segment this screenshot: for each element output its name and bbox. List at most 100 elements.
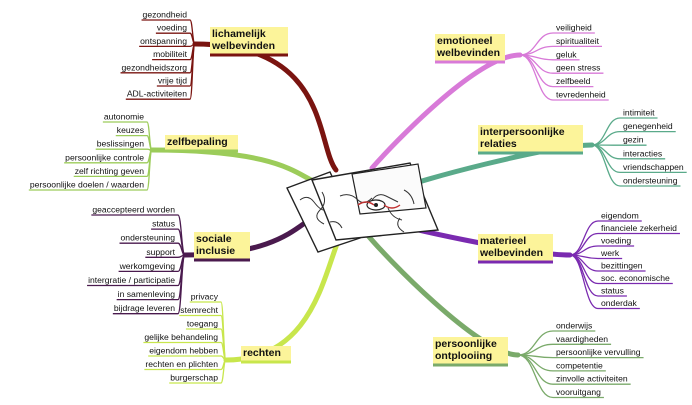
title-highlight	[435, 34, 505, 62]
sociale-item-label: intergratie / participatie	[88, 275, 175, 285]
list-item: ontspanning	[139, 36, 196, 48]
emotioneel-item-label: zelfbeeld	[556, 76, 591, 86]
lichamelijk-item-label: gezondheidszorg	[122, 62, 188, 72]
branch-title-zelfbepaling: zelfbepaling	[165, 135, 238, 153]
sociale-item-label: status	[152, 219, 175, 229]
branch-title-text: persoonlijke	[435, 338, 497, 350]
lichamelijk-item-label: gezondheid	[143, 10, 188, 20]
sociale-item-label: geaccepteerd worden	[92, 205, 175, 215]
branch-title-text: welbevinden	[436, 47, 500, 59]
rechten-item-label: burgerschap	[170, 373, 218, 383]
branch-title-text: inclusie	[196, 245, 235, 257]
list-item: onderdak	[569, 254, 640, 310]
item-connector	[569, 254, 599, 297]
zelfbepaling-item-label: beslissingen	[97, 139, 145, 149]
item-connector	[146, 149, 153, 191]
branch-title-text: materieel	[480, 235, 526, 247]
branch-zelfbepaling	[149, 147, 321, 186]
item-connector	[517, 354, 554, 385]
list-item: bijdrage leveren	[112, 254, 186, 315]
branch-title-text: sociale	[196, 233, 232, 245]
persoonlijke-item-label: persoonlijke vervulling	[556, 347, 641, 357]
interpersoonlijke-item-label: vriendschappen	[623, 162, 684, 172]
lichamelijk-item-label: ADL-activiteiten	[127, 89, 187, 99]
branch-title-text: zelfbepaling	[167, 136, 228, 148]
branch-title-text: welbevinden	[479, 247, 543, 259]
zelfbepaling-item-label: zelf richting geven	[75, 166, 144, 176]
title-highlight	[194, 232, 250, 260]
hand-drawn-map-sheets-icon	[286, 162, 440, 253]
sociale-item-label: in samenleving	[118, 289, 176, 299]
item-connector	[220, 359, 227, 384]
list-item: vooruitgang	[517, 354, 604, 399]
interpersoonlijke-item-label: ondersteuning	[623, 176, 678, 186]
title-highlight	[241, 346, 291, 362]
title-highlight	[165, 135, 238, 151]
lichamelijk-item-label: vrije tijd	[158, 76, 187, 86]
branch-title-rechten: rechten	[241, 346, 291, 364]
lichamelijk-item-label: voeding	[157, 23, 187, 33]
persoonlijke-item-label: vaardigheden	[556, 334, 608, 344]
item-connector	[517, 354, 554, 399]
materieel-item-label: onderdak	[601, 298, 638, 308]
title-highlight	[210, 27, 288, 55]
item-connector	[569, 254, 599, 310]
zelfbepaling-item-label: autonomie	[104, 112, 144, 122]
item-connector	[189, 43, 196, 100]
zelfbepaling-item-label: persoonlijke doelen / waarden	[30, 180, 144, 190]
rechten-item-label: rechten en plichten	[145, 359, 218, 369]
item-connector	[591, 130, 621, 146]
emotioneel-item-label: geluk	[556, 49, 577, 59]
rechten-item-label: privacy	[191, 292, 219, 302]
emotioneel-item-label: geen stress	[556, 63, 600, 73]
branch-title-text: emotioneel	[437, 35, 493, 47]
list-item: ADL-activiteiten	[125, 43, 196, 100]
lichamelijk-item-label: mobiliteit	[153, 49, 188, 59]
interpersoonlijke-item-label: interacties	[623, 148, 662, 158]
rechten-item-label: toegang	[187, 319, 218, 329]
materieel-item-label: werk	[600, 248, 620, 258]
interpersoonlijke-item-label: gezin	[623, 135, 644, 145]
persoonlijke-item-label: vooruitgang	[556, 387, 601, 397]
materieel-item-label: bezittingen	[601, 261, 643, 271]
rechten-item-label: stemrecht	[180, 305, 218, 315]
zelfbepaling-item-label: persoonlijke controle	[65, 152, 144, 162]
list-item: burgerschap	[169, 359, 227, 384]
list-item: support	[145, 247, 186, 258]
persoonlijke-item-label: zinvolle activiteiten	[556, 374, 628, 384]
leaf-items: gezondheid voeding ontspanning mobiliteit ge…	[28, 10, 687, 399]
interpersoonlijke-item-label: intimiteit	[623, 108, 655, 118]
item-connector	[177, 254, 186, 315]
lichamelijk-item-label: ontspanning	[140, 36, 187, 46]
sociale-item-label: support	[146, 247, 175, 257]
branch-title-text: ontplooiing	[435, 350, 492, 362]
list-item: eigendom hebben	[148, 346, 227, 361]
list-item: persoonlijke controle	[64, 149, 153, 164]
zelfbepaling-item-label: keuzes	[117, 125, 144, 135]
sociale-item-label: ondersteuning	[121, 233, 176, 243]
interpersoonlijke-item-label: genegenheid	[623, 121, 673, 131]
item-connector	[519, 32, 554, 56]
sociale-item-label: bijdrage leveren	[114, 303, 175, 313]
branch-title-text: relaties	[480, 138, 517, 150]
branch-title-text: rechten	[243, 347, 281, 359]
list-item: ondersteuning	[591, 144, 681, 187]
title-highlight	[478, 234, 553, 262]
title-highlight	[478, 125, 583, 153]
list-item: rechten en plichten	[144, 359, 227, 371]
branch-title-text: welbevinden	[211, 40, 275, 52]
emotioneel-item-label: veiligheid	[556, 23, 592, 33]
materieel-item-label: voeding	[601, 236, 631, 246]
rechten-item-label: eigendom hebben	[149, 346, 218, 356]
list-item: persoonlijke doelen / waarden	[28, 149, 153, 191]
materieel-item-label: financiele zekerheid	[601, 223, 677, 233]
item-connector	[591, 144, 621, 187]
item-connector	[519, 54, 554, 101]
